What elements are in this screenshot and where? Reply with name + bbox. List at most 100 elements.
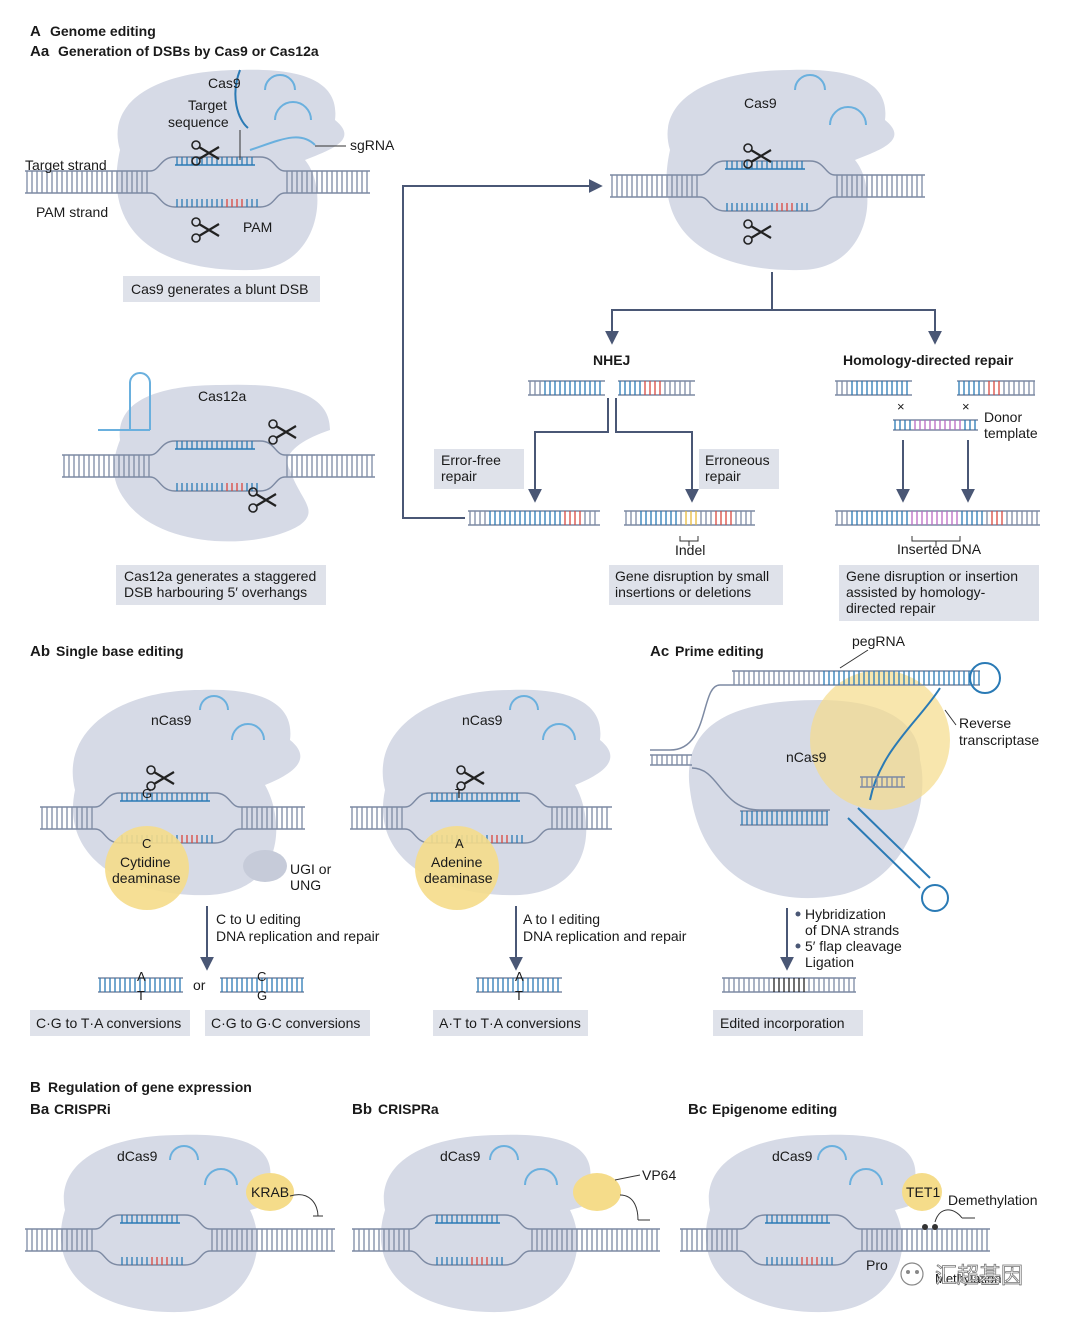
ncas9-label-1: nCas9 bbox=[151, 712, 192, 728]
caption-cas12a-line1: Cas12a generates a staggered bbox=[124, 568, 316, 584]
section-a-letter: A bbox=[30, 23, 41, 40]
nhej-label: NHEJ bbox=[593, 352, 630, 368]
scissors-icon bbox=[456, 765, 485, 791]
krab-label: KRAB bbox=[251, 1184, 289, 1200]
or-label: or bbox=[193, 977, 206, 993]
bc-title: Epigenome editing bbox=[712, 1101, 837, 1117]
bc-dcas9: dCas9 bbox=[772, 1148, 813, 1164]
caption-ab1: C·G to T·A conversions bbox=[36, 1015, 181, 1031]
step-3: 5′ flap cleavage bbox=[805, 938, 902, 954]
cytidine-line2: deaminase bbox=[112, 870, 181, 886]
dna-duplex bbox=[650, 754, 692, 766]
inserted-dna-label: Inserted DNA bbox=[897, 541, 982, 557]
target-seq-line2: sequence bbox=[168, 114, 229, 130]
scissors-icon bbox=[743, 143, 772, 169]
error-free-line2: repair bbox=[441, 468, 477, 484]
c-base-2: C bbox=[257, 969, 266, 984]
ba-letter: Ba bbox=[30, 1101, 50, 1118]
dna-duplex bbox=[352, 1214, 660, 1266]
dcas9-crispri bbox=[25, 1134, 335, 1313]
section-a-title: Genome editing bbox=[50, 23, 156, 39]
scissors-icon bbox=[191, 140, 220, 166]
caption-cas12a-line2: DSB harbouring 5′ overhangs bbox=[124, 584, 307, 600]
error-free-box bbox=[434, 449, 524, 489]
g-base-2: G bbox=[257, 988, 267, 1003]
dcas9-epigenome bbox=[680, 1134, 990, 1313]
section-b-letter: B bbox=[30, 1079, 41, 1096]
dna-duplex bbox=[25, 1214, 335, 1266]
crossover-mark: × bbox=[897, 399, 905, 414]
aa-title: Generation of DSBs by Cas9 or Cas12a bbox=[58, 43, 319, 59]
ba-dcas9: dCas9 bbox=[117, 1148, 158, 1164]
t-base-top: T bbox=[455, 786, 463, 801]
caption-cas9: Cas9 generates a blunt DSB bbox=[131, 281, 308, 297]
a-base-bottom: A bbox=[455, 836, 464, 851]
caption-box-ac bbox=[713, 1010, 863, 1036]
ac-letter: Ac bbox=[650, 643, 669, 660]
caption-box-ab1 bbox=[30, 1010, 190, 1036]
caption-box-ab2 bbox=[205, 1010, 370, 1036]
target-strand-label: Target strand bbox=[25, 157, 107, 173]
step-2: of DNA strands bbox=[805, 922, 899, 938]
cas9-complex-right bbox=[610, 69, 925, 271]
dna-duplex bbox=[680, 1214, 990, 1266]
watermark-text: 汇超基因 bbox=[935, 1263, 1023, 1288]
bb-dcas9: dCas9 bbox=[440, 1148, 481, 1164]
cas12a-label: Cas12a bbox=[198, 388, 246, 404]
dna-duplex bbox=[468, 510, 600, 526]
caption-hdr-line1: Gene disruption or insertion bbox=[846, 568, 1018, 584]
ugi-line2: UNG bbox=[290, 877, 321, 893]
step-4: Ligation bbox=[805, 954, 854, 970]
dna-duplex bbox=[722, 977, 856, 993]
dna-duplex bbox=[835, 380, 912, 396]
cytidine-line1: Cytidine bbox=[120, 854, 171, 870]
dna-duplex bbox=[957, 380, 1035, 396]
dna-duplex bbox=[740, 810, 828, 826]
crossover-mark: × bbox=[962, 399, 970, 414]
caption-box-cas9 bbox=[123, 276, 320, 302]
ac-title: Prime editing bbox=[675, 643, 764, 659]
c-to-u-line2: DNA replication and repair bbox=[216, 928, 380, 944]
scissors-icon bbox=[191, 217, 220, 243]
hdr-label: Homology-directed repair bbox=[843, 352, 1014, 368]
dna-duplex bbox=[476, 977, 562, 993]
caption-hdr-line2: assisted by homology- bbox=[846, 584, 986, 600]
dna-duplex bbox=[618, 380, 695, 396]
t-base-3: T bbox=[515, 988, 523, 1003]
c-to-u-line1: C to U editing bbox=[216, 911, 301, 927]
caption-ac: Edited incorporation bbox=[720, 1015, 845, 1031]
dna-duplex bbox=[25, 156, 370, 208]
caption-box-nhej bbox=[609, 565, 783, 605]
section-b-title: Regulation of gene expression bbox=[48, 1079, 252, 1095]
scissors-icon bbox=[268, 419, 297, 445]
a-to-i-line1: A to I editing bbox=[523, 911, 600, 927]
caption-nhej-line2: insertions or deletions bbox=[615, 584, 751, 600]
caption-box-hdr bbox=[839, 565, 1039, 621]
t-base: T bbox=[137, 988, 145, 1003]
dna-duplex bbox=[528, 380, 605, 396]
caption-box-cas12a bbox=[116, 565, 326, 605]
demethylation-label: Demethylation bbox=[948, 1192, 1038, 1208]
donor-line2: template bbox=[984, 425, 1038, 441]
methylation-label: Methylation bbox=[935, 1271, 1001, 1286]
ab-letter: Ab bbox=[30, 643, 50, 660]
scissors-icon bbox=[146, 765, 175, 791]
promoter-label: Pro bbox=[866, 1257, 888, 1273]
rt-line1: Reverse bbox=[959, 715, 1011, 731]
ncas9-label-2: nCas9 bbox=[462, 712, 503, 728]
target-seq-line1: Target bbox=[188, 97, 227, 113]
aa-letter: Aa bbox=[30, 43, 50, 60]
watermark: 汇超基因 bbox=[900, 1262, 1023, 1288]
g-base: G bbox=[142, 786, 152, 801]
sgrna-label: sgRNA bbox=[350, 137, 395, 153]
adenine-line1: Adenine bbox=[431, 854, 483, 870]
bb-letter: Bb bbox=[352, 1101, 372, 1118]
erroneous-line2: repair bbox=[705, 468, 741, 484]
indel-label: Indel bbox=[675, 542, 705, 558]
c-base: C bbox=[142, 836, 151, 851]
dna-duplex bbox=[835, 510, 1040, 526]
caption-box-ab3 bbox=[433, 1010, 588, 1036]
erroneous-box bbox=[699, 449, 779, 489]
ugi-line1: UGI or bbox=[290, 861, 332, 877]
